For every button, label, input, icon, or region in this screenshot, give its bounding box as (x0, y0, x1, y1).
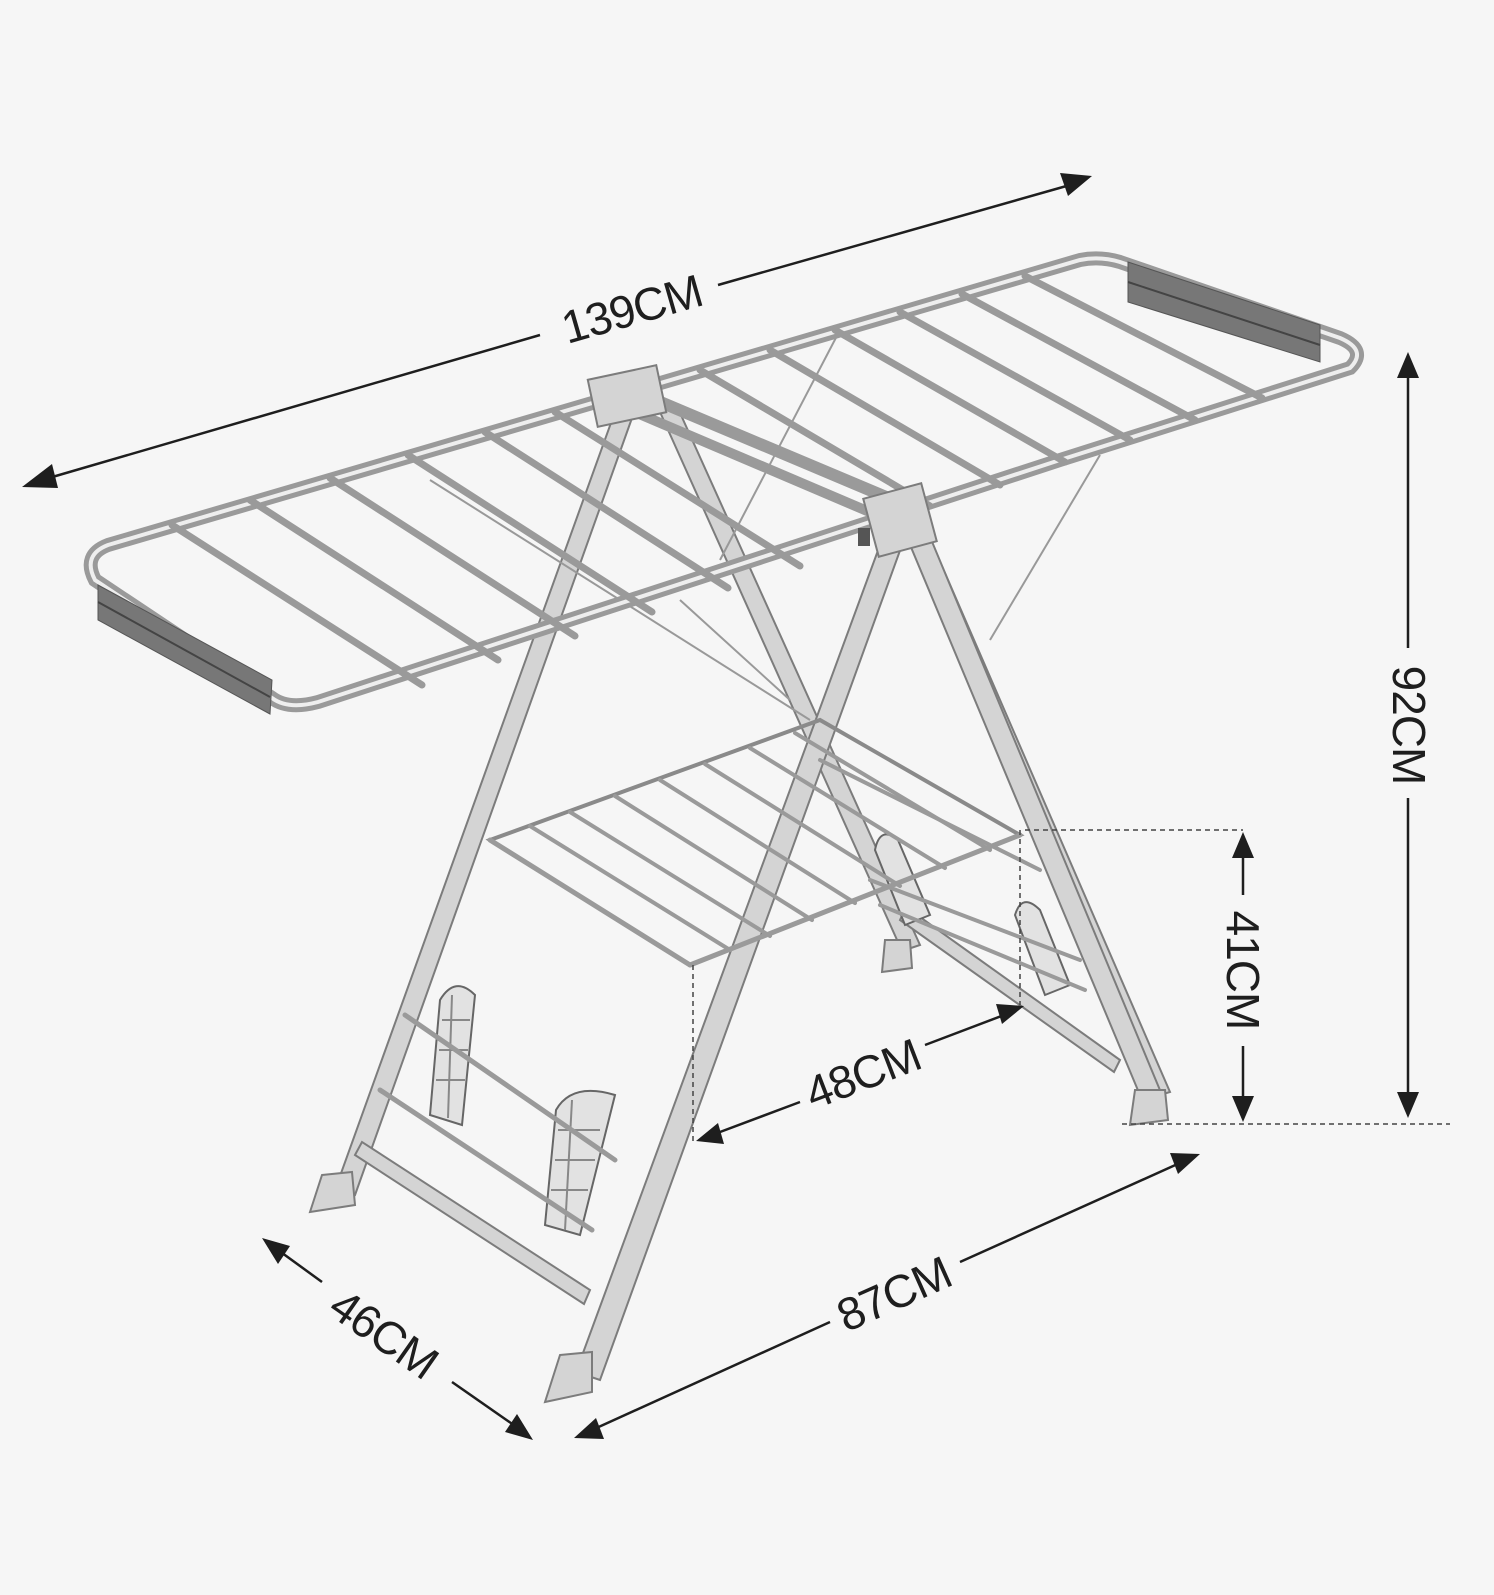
foot-front-right (543, 1350, 593, 1404)
foot-back-middle (880, 939, 914, 974)
top-drying-frame (83, 251, 1364, 715)
hinge-right (862, 482, 938, 558)
clip-holder-back-2 (1013, 901, 1072, 997)
foot-front-left (308, 1170, 357, 1214)
foot-back-right (1128, 1089, 1170, 1127)
dimension-label-92cm: 92CM (1383, 666, 1435, 785)
dimension-lines (22, 173, 1450, 1440)
rack-frame (83, 251, 1364, 1404)
dimension-label-87cm: 87CM (829, 1246, 959, 1342)
dimension-label-46cm: 46CM (320, 1278, 447, 1389)
clip-bar-left (97, 584, 273, 715)
clip-holder-middle (543, 1089, 617, 1237)
dimension-label-139cm: 139CM (556, 264, 708, 353)
clip-bar-right (1127, 261, 1321, 363)
dimension-label-48cm: 48CM (798, 1028, 927, 1119)
clip-holder-left (428, 985, 477, 1127)
dimension-label-41cm: 41CM (1217, 911, 1269, 1030)
hinge-left (586, 364, 668, 428)
